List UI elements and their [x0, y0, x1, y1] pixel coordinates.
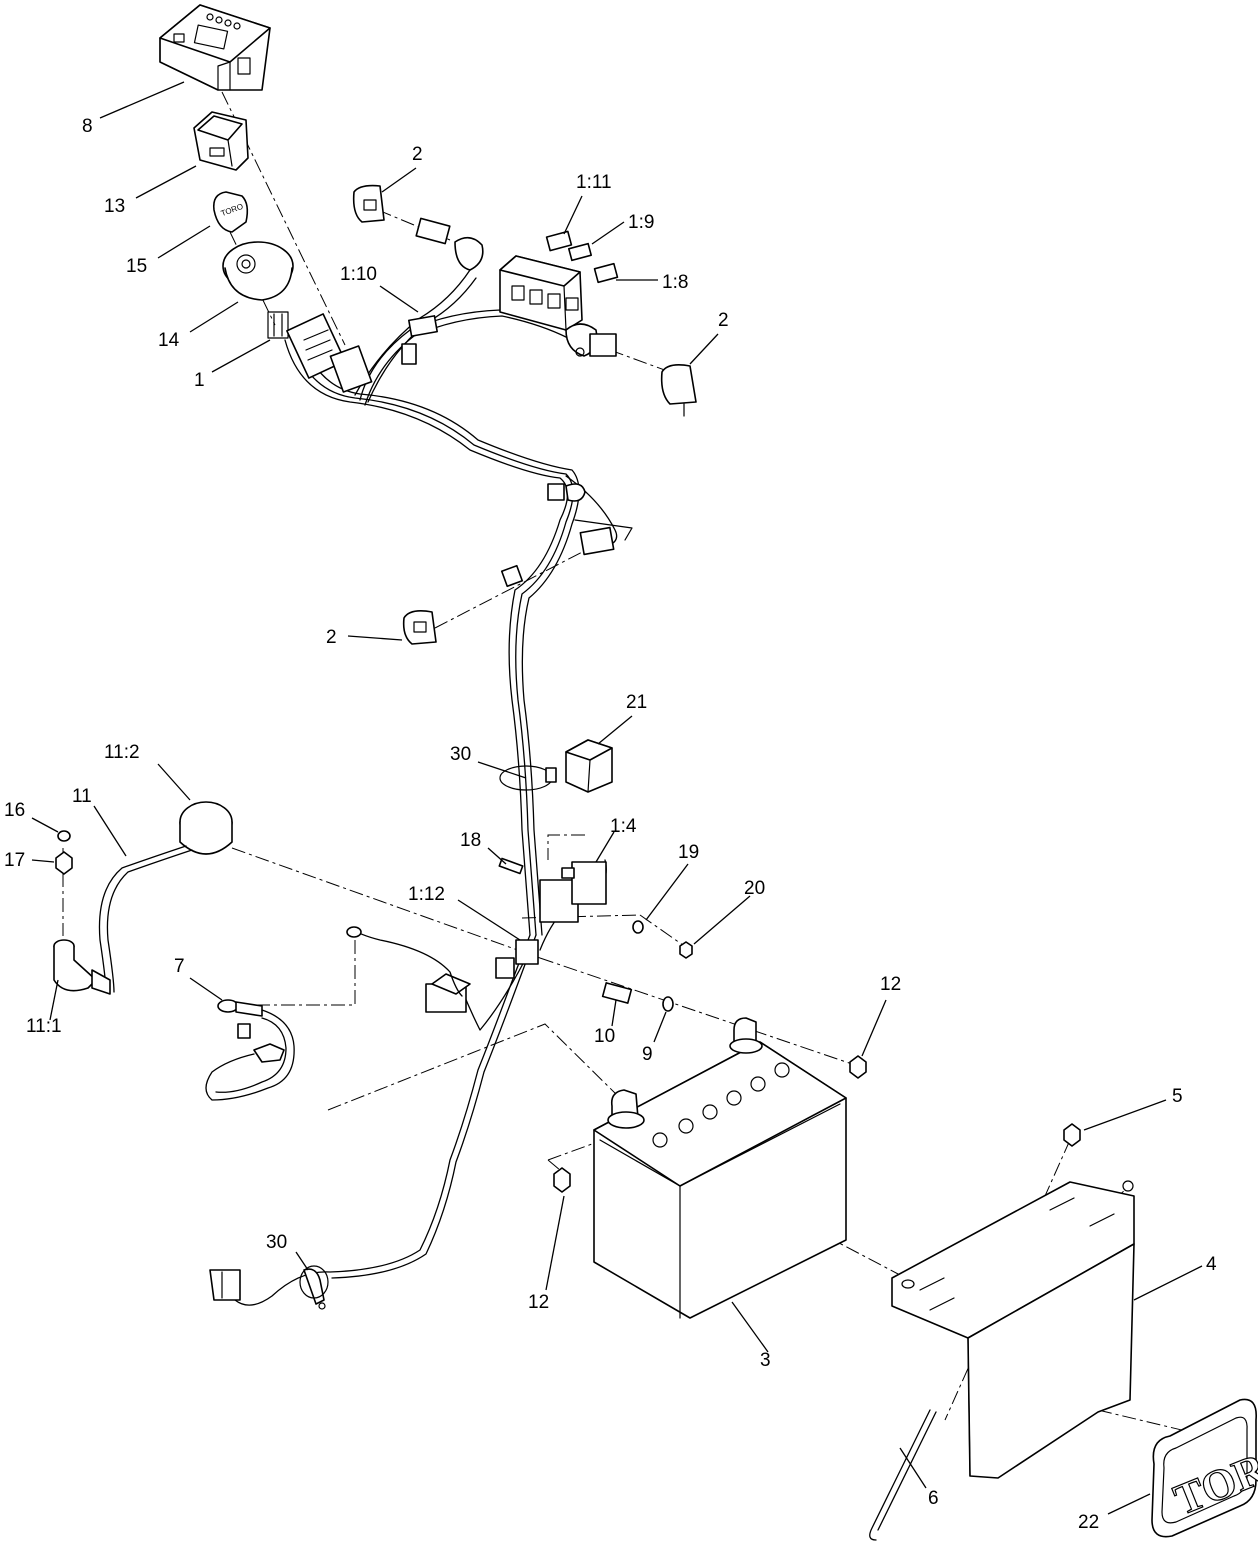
- switch-top: [352, 184, 385, 223]
- hour-meter: [159, 4, 271, 91]
- battery-bracket: [891, 1180, 1135, 1479]
- callout-18: 18: [460, 830, 481, 851]
- switch-mid: [402, 610, 437, 645]
- main-wire-harness: [234, 239, 618, 1306]
- callout-13: 13: [104, 196, 125, 217]
- bolt-10: [601, 982, 633, 1004]
- ignition-key: TORO: [212, 191, 249, 233]
- callout-12-left: 12: [528, 1292, 549, 1313]
- callout-11: 11: [72, 786, 92, 807]
- nut-12-left: [553, 1167, 571, 1193]
- callout-11-2: 11:2: [104, 742, 140, 763]
- callout-15: 15: [126, 256, 147, 277]
- callout-3: 3: [760, 1350, 771, 1371]
- ignition-switch: [222, 241, 294, 339]
- callout-1-9: 1:9: [628, 212, 654, 233]
- callout-2-top: 2: [412, 144, 423, 165]
- callout-2-right: 2: [718, 310, 729, 331]
- callout-11-1: 11:1: [26, 1016, 62, 1037]
- callout-30-mid: 30: [450, 744, 471, 765]
- callout-1-12: 1:12: [408, 884, 445, 905]
- nut-20: [679, 941, 693, 959]
- callout-16: 16: [4, 800, 25, 821]
- callout-1-11: 1:11: [576, 172, 612, 193]
- callout-2-mid: 2: [326, 627, 337, 648]
- cable-tie-bottom: [299, 1265, 329, 1299]
- nut-5: [1063, 1123, 1081, 1147]
- callout-1-4: 1:4: [610, 816, 637, 837]
- ground-cable: [205, 926, 463, 1101]
- callout-6: 6: [928, 1488, 939, 1509]
- callout-22: 22: [1078, 1512, 1099, 1533]
- nut-17: [55, 851, 73, 875]
- battery: [593, 1017, 847, 1319]
- hold-down-rod: [869, 1409, 937, 1541]
- callout-20: 20: [744, 878, 765, 899]
- washer-19: [632, 920, 644, 934]
- callout-7: 7: [174, 956, 185, 977]
- toro-decal: TORO: [1151, 1398, 1258, 1538]
- callout-1-10: 1:10: [340, 264, 377, 285]
- battery-cable-positive: [53, 801, 233, 995]
- washer-9: [662, 996, 674, 1012]
- callout-21: 21: [626, 692, 647, 713]
- harness-connectors: [209, 217, 607, 1310]
- callout-9: 9: [642, 1044, 653, 1065]
- washer-16: [57, 830, 71, 842]
- callout-12-right: 12: [880, 974, 901, 995]
- switch-right: [660, 364, 697, 417]
- callout-5: 5: [1172, 1086, 1183, 1107]
- leader-lines: [31, 81, 1203, 1515]
- callout-8: 8: [82, 116, 93, 137]
- callout-30-bottom: 30: [266, 1232, 287, 1253]
- relay-connectors: [565, 323, 633, 556]
- callout-labels: 8 13 15 14 1 2 1:10 1:11 1:9 1:8 2 2 21 …: [4, 116, 1217, 1533]
- callout-10: 10: [594, 1026, 615, 1047]
- nut-12-right: [849, 1055, 867, 1079]
- callout-1: 1: [194, 370, 205, 391]
- callout-1-8: 1:8: [662, 272, 688, 293]
- cable-tie-mid: [499, 765, 557, 791]
- callout-14: 14: [158, 330, 180, 351]
- callout-19: 19: [678, 842, 699, 863]
- rocker-switch: [193, 111, 249, 171]
- relay: [565, 739, 613, 793]
- callout-17: 17: [4, 850, 25, 871]
- screw-18: [498, 857, 524, 875]
- callout-4: 4: [1206, 1254, 1217, 1275]
- fuses: [545, 230, 619, 284]
- fuse-block: [499, 255, 583, 331]
